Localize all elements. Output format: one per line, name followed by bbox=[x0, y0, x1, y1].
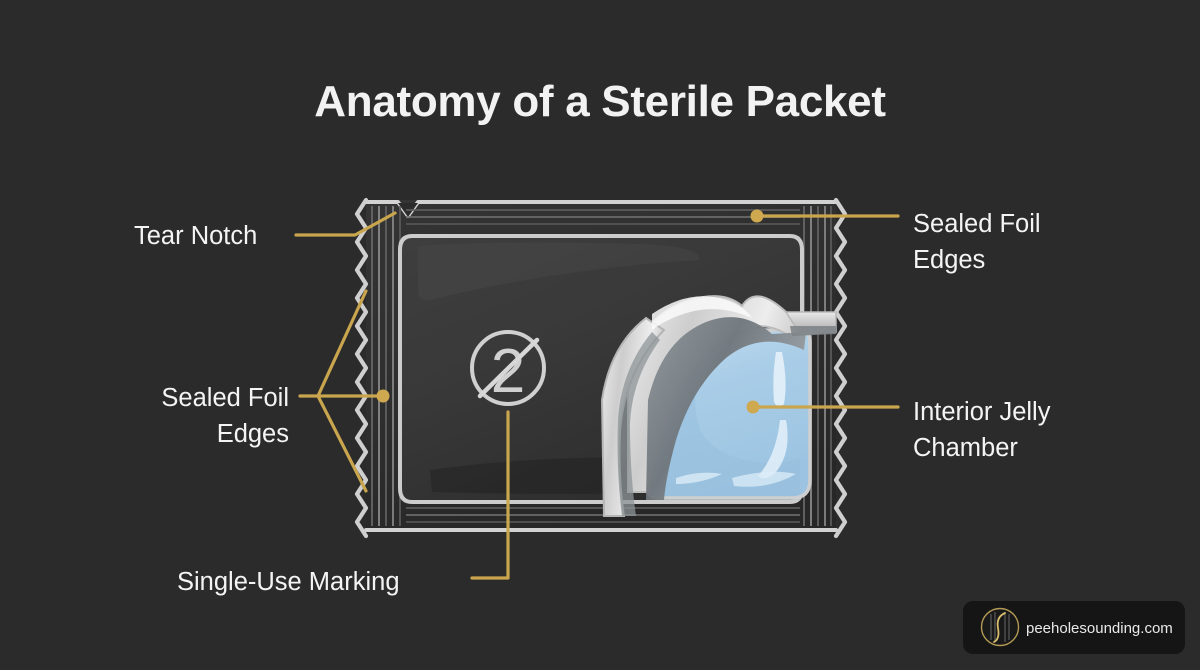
leader-dot-interior-jelly bbox=[746, 400, 760, 414]
label-sealed-foil-edges-right: Sealed Foil Edges bbox=[913, 210, 1041, 274]
single-use-marking-icon: 2 bbox=[470, 330, 546, 406]
label-single-use-marking: Single-Use Marking bbox=[177, 568, 400, 596]
leader-sealed-foil-left-down bbox=[316, 394, 368, 493]
leader-dot-sealed-foil-left bbox=[376, 389, 390, 403]
leader-lines bbox=[294, 209, 900, 580]
label-interior-jelly-line2: Chamber bbox=[913, 434, 1018, 462]
leader-dot-sealed-foil-right bbox=[750, 209, 764, 223]
label-tear-notch-line1: Tear Notch bbox=[134, 222, 257, 250]
page-title: Anatomy of a Sterile Packet bbox=[314, 77, 886, 126]
packet-illustration: 2 bbox=[354, 197, 848, 539]
leader-sealed-foil-left-up bbox=[316, 289, 368, 398]
sealed-foil-edge-left bbox=[354, 197, 369, 539]
callout-labels: Tear Notch Sealed Foil Edges Sealed Foil… bbox=[134, 210, 1051, 596]
watermark-text: peeholesounding.com bbox=[1026, 620, 1173, 637]
label-interior-jelly-line1: Interior Jelly bbox=[913, 398, 1051, 426]
label-sealed-foil-right-line2: Edges bbox=[913, 246, 985, 274]
do-not-reuse-slash bbox=[477, 337, 540, 399]
sealed-foil-edge-right bbox=[833, 197, 848, 539]
leader-tear-notch bbox=[294, 211, 397, 237]
leader-single-use bbox=[470, 410, 510, 580]
label-sealed-foil-left-line2: Edges bbox=[217, 420, 289, 448]
label-interior-jelly-chamber: Interior Jelly Chamber bbox=[913, 398, 1051, 462]
label-tear-notch: Tear Notch bbox=[134, 222, 257, 250]
label-sealed-foil-left-line1: Sealed Foil bbox=[161, 384, 289, 412]
label-sealed-foil-edges-left: Sealed Foil Edges bbox=[161, 384, 289, 448]
panel-sheen bbox=[418, 242, 700, 301]
sounding-logo-icon bbox=[980, 607, 1020, 647]
peeled-foil-flap bbox=[600, 295, 837, 517]
label-sealed-foil-right-line1: Sealed Foil bbox=[913, 210, 1041, 238]
label-single-use-line1: Single-Use Marking bbox=[177, 568, 400, 596]
watermark-badge[interactable]: peeholesounding.com bbox=[963, 601, 1185, 654]
crimp-lines-top bbox=[406, 209, 800, 225]
